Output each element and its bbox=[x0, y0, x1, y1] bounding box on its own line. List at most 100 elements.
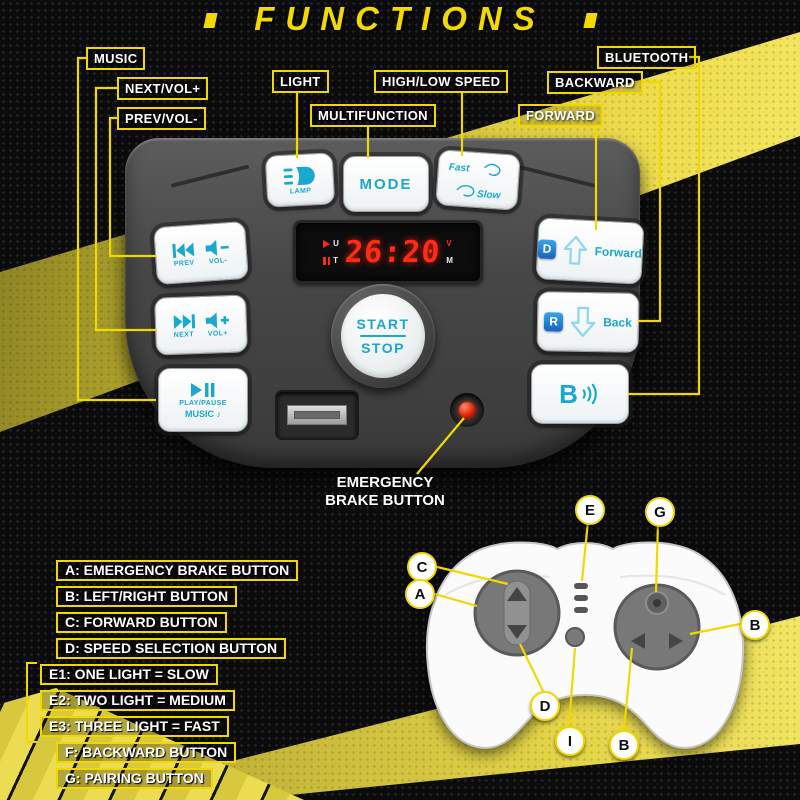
mode-button: MODE bbox=[343, 156, 429, 212]
panel-accent-left bbox=[170, 164, 252, 196]
remote-callout-c: C bbox=[407, 552, 437, 582]
legend-item-b: B: LEFT/RIGHT BUTTON bbox=[56, 586, 238, 607]
forward-label: Forward bbox=[594, 244, 643, 261]
pause-indicator-icon bbox=[323, 256, 331, 265]
remote-callout-a: A bbox=[405, 579, 435, 609]
callout-prev-vol: PREV/VOL- bbox=[117, 107, 206, 130]
play-pause-music-button: PLAY/PAUSE MUSIC ♪ bbox=[158, 368, 248, 432]
pad-right-arrow-icon bbox=[669, 633, 683, 649]
up-arrow-icon bbox=[563, 235, 588, 265]
pad-left-arrow-icon bbox=[631, 633, 645, 649]
display-right-indicators: V M bbox=[446, 239, 453, 265]
prev-vol-minus-button: PREV VOL- bbox=[153, 220, 249, 286]
prev-icon bbox=[171, 242, 194, 258]
start-stop-face: START STOP bbox=[341, 294, 425, 378]
remote-callout-b-right: B bbox=[740, 610, 770, 640]
remote-control bbox=[425, 541, 745, 749]
play-pause-icon bbox=[191, 382, 215, 397]
display-u: U bbox=[333, 239, 339, 248]
bluetooth-key-label: B bbox=[559, 379, 578, 409]
display-time: 26:20 bbox=[343, 234, 442, 270]
remote-callout-d: D bbox=[530, 691, 560, 721]
vol-plus-label: VOL+ bbox=[207, 329, 228, 338]
led-indicators bbox=[574, 583, 588, 613]
page-title: FUNCTIONS bbox=[254, 0, 546, 37]
play-pause-label: PLAY/PAUSE bbox=[179, 399, 227, 407]
legend-item-f: F: BACKWARD BUTTON bbox=[56, 742, 237, 763]
panel-accent-right bbox=[514, 164, 596, 196]
forward-key-badge: D bbox=[537, 238, 557, 259]
music-label: MUSIC ♪ bbox=[184, 408, 222, 419]
prev-label: PREV bbox=[173, 258, 195, 268]
stop-label: STOP bbox=[361, 340, 405, 356]
callout-high-low-speed: HIGH/LOW SPEED bbox=[374, 70, 509, 93]
digital-display: U T 26:20 V M bbox=[293, 220, 483, 284]
bluetooth-pairing-button: B bbox=[531, 364, 629, 424]
music-note-icon: ♪ bbox=[216, 408, 222, 419]
legend-item-a: A: EMERGENCY BRAKE BUTTON bbox=[56, 560, 299, 581]
callout-forward: FORWARD bbox=[518, 104, 604, 127]
emergency-label-line1: EMERGENCY bbox=[336, 474, 434, 491]
remote-seam-right bbox=[619, 574, 726, 596]
start-stop-button: START STOP bbox=[331, 284, 435, 388]
volume-plus-icon bbox=[205, 311, 229, 328]
emergency-brake-button bbox=[450, 393, 484, 427]
display-v: V bbox=[446, 239, 452, 248]
title-row: FUNCTIONS bbox=[0, 0, 800, 38]
back-key-badge: R bbox=[543, 311, 564, 332]
mode-label: MODE bbox=[359, 175, 413, 193]
next-vol-plus-button: NEXT VOL+ bbox=[154, 294, 248, 356]
bluetooth-waves-icon bbox=[582, 383, 597, 405]
title-accent-right bbox=[583, 13, 598, 28]
legend-item-d: D: SPEED SELECTION BUTTON bbox=[56, 638, 287, 659]
display-left-indicators: U T bbox=[323, 239, 339, 265]
forward-button: D Forward bbox=[535, 217, 645, 285]
title-accent-left bbox=[203, 13, 218, 28]
back-button: R Back bbox=[536, 291, 640, 353]
next-label: NEXT bbox=[173, 330, 195, 339]
legend-item-e1: E1: ONE LIGHT = SLOW bbox=[40, 664, 218, 685]
e-group-bracket bbox=[26, 662, 37, 743]
center-small-button bbox=[565, 627, 585, 647]
remote-callout-g: G bbox=[645, 497, 675, 527]
usb-port bbox=[275, 390, 359, 440]
vol-minus-label: VOL- bbox=[208, 256, 228, 265]
left-joystick-pad bbox=[473, 569, 561, 657]
callout-backward: BACKWARD bbox=[547, 71, 643, 94]
fast-slow-icon: Fast Slow bbox=[448, 162, 502, 202]
headlight-icon bbox=[283, 166, 315, 185]
legend: A: EMERGENCY BRAKE BUTTON B: LEFT/RIGHT … bbox=[26, 560, 299, 794]
volume-minus-icon bbox=[204, 239, 229, 256]
display-m: M bbox=[446, 256, 453, 265]
emergency-red-ball bbox=[459, 402, 475, 418]
start-stop-divider bbox=[360, 335, 406, 337]
legend-item-g: G: PAIRING BUTTON bbox=[56, 768, 213, 789]
remote-callout-b-bottom: B bbox=[609, 730, 639, 760]
callout-next-vol: NEXT/VOL+ bbox=[117, 77, 209, 100]
speed-button: Fast Slow bbox=[435, 149, 521, 211]
emergency-label-line2: BRAKE BUTTON bbox=[325, 492, 445, 509]
down-arrow-icon bbox=[570, 306, 596, 338]
svg-text:Slow: Slow bbox=[477, 189, 502, 202]
lamp-label: LAMP bbox=[289, 186, 312, 196]
pad-up-arrow-icon bbox=[507, 587, 527, 601]
callout-light: LIGHT bbox=[272, 70, 329, 93]
callout-music: MUSIC bbox=[86, 47, 146, 70]
display-t: T bbox=[333, 256, 338, 265]
play-indicator-icon bbox=[323, 239, 331, 248]
legend-item-e2: E2: TWO LIGHT = MEDIUM bbox=[40, 690, 235, 711]
legend-item-e3: E3: THREE LIGHT = FAST bbox=[40, 716, 229, 737]
start-label: START bbox=[356, 316, 410, 332]
usb-slot bbox=[294, 411, 340, 419]
svg-text:Fast: Fast bbox=[448, 162, 470, 174]
lamp-button: LAMP bbox=[264, 152, 336, 208]
control-panel: LAMP MODE Fast Slow PREV bbox=[125, 138, 645, 468]
remote-callout-e: E bbox=[575, 495, 605, 525]
remote-callout-i: I bbox=[555, 726, 585, 756]
next-icon bbox=[173, 313, 195, 329]
right-joystick-pad bbox=[613, 583, 701, 671]
usb-metal bbox=[287, 405, 347, 425]
pad-down-arrow-icon bbox=[507, 625, 527, 639]
callout-emergency-brake: EMERGENCY BRAKE BUTTON bbox=[310, 474, 460, 510]
